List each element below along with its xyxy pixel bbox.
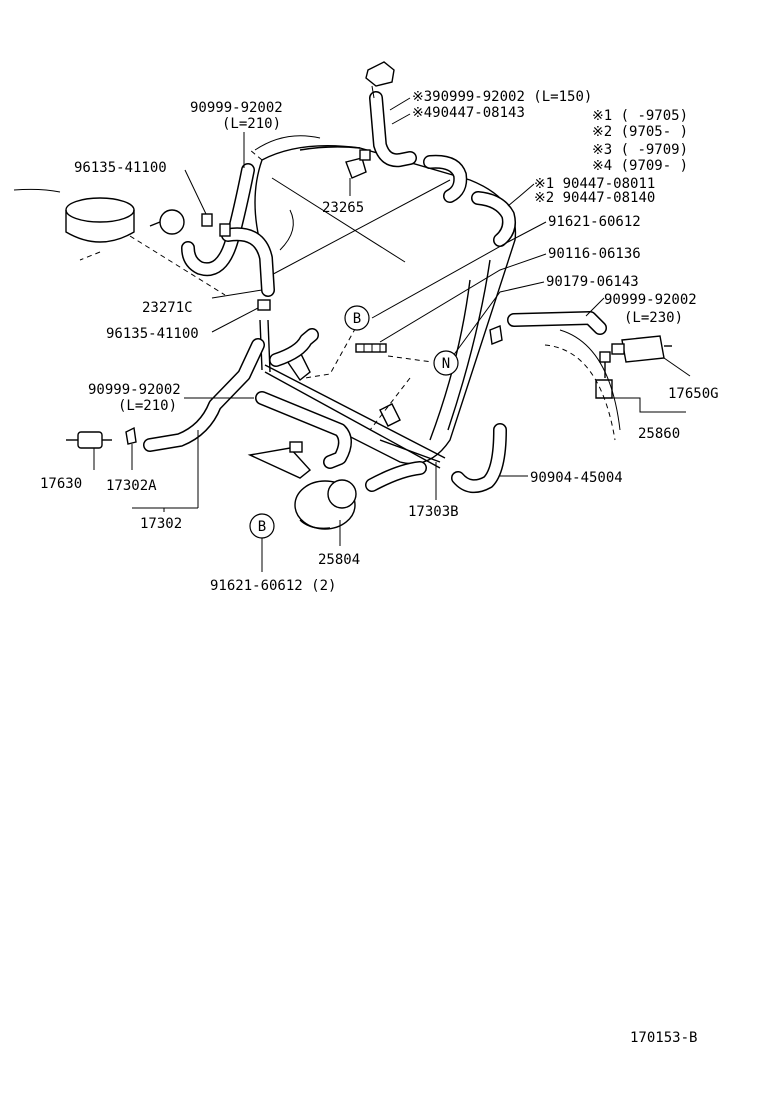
legend-note1: ※1 ( -9705) xyxy=(592,108,688,124)
reference-dashes xyxy=(304,319,433,431)
hose-mid-left xyxy=(255,391,352,469)
label-l210-left: (L=210) xyxy=(118,398,177,414)
label-note3-part: ※390999-92002 (L=150) xyxy=(412,89,592,105)
clip-17302a xyxy=(125,426,137,445)
label-96135-top: 96135-41100 xyxy=(74,160,167,176)
hose-top-right xyxy=(423,154,468,203)
sensor-17630 xyxy=(66,431,112,449)
mounting-rail xyxy=(259,319,446,469)
hose-right-upper xyxy=(471,191,516,247)
clip-90179 xyxy=(489,325,503,345)
label-17630: 17630 xyxy=(40,476,82,492)
label-l230: (L=230) xyxy=(624,310,683,326)
label-90999-left: 90999-92002 xyxy=(88,382,181,398)
hose-upper-left xyxy=(181,163,255,277)
label-90999-top: 90999-92002 xyxy=(190,100,283,116)
filter-cap-top xyxy=(365,61,395,99)
label-17303b: 17303B xyxy=(408,504,459,520)
callout-b-lower-letter: B xyxy=(258,519,266,535)
hose-upper-left-b xyxy=(221,227,275,297)
callout-b-lower: B xyxy=(249,513,275,539)
bracket-25860 xyxy=(595,351,613,399)
check-valve-left xyxy=(149,209,231,237)
callout-n-letter: N xyxy=(442,356,450,372)
legend-note3: ※3 ( -9709) xyxy=(592,142,688,158)
label-90904: 90904-45004 xyxy=(530,470,623,486)
label-91621-right: 91621-60612 xyxy=(548,214,641,230)
label-25804: 25804 xyxy=(318,552,360,568)
legend-note2: ※2 (9705- ) xyxy=(592,124,688,140)
body-panel-right xyxy=(544,329,621,441)
label-l210-top: (L=210) xyxy=(222,116,281,132)
hose-vsv-right xyxy=(507,311,607,335)
label-23265: 23265 xyxy=(322,200,364,216)
body-outline-left xyxy=(13,188,226,296)
vsv-17650g xyxy=(611,335,672,363)
hose-left-lower xyxy=(143,338,265,452)
bolt-90116 xyxy=(355,343,387,353)
hose-bottom-center xyxy=(365,461,427,492)
label-91621-bottom: 91621-60612 (2) xyxy=(210,578,336,594)
label-note2-part: ※2 90447-08140 xyxy=(534,190,655,206)
label-90116: 90116-06136 xyxy=(548,246,641,262)
callout-b-upper-letter: B xyxy=(353,311,361,327)
hose-small-center xyxy=(269,328,319,367)
callout-n: N xyxy=(433,350,459,376)
fuel-cap xyxy=(65,197,135,243)
leader-lines xyxy=(93,97,691,572)
label-17302: 17302 xyxy=(140,516,182,532)
label-90179: 90179-06143 xyxy=(546,274,639,290)
label-90999-right: 90999-92002 xyxy=(604,292,697,308)
label-note1-part: ※1 90447-08011 xyxy=(534,176,655,192)
label-96135-mid: 96135-41100 xyxy=(106,326,199,342)
vsv-25804 xyxy=(247,441,357,530)
figure-number: 170153-B xyxy=(630,1030,697,1046)
label-17302a: 17302A xyxy=(106,478,157,494)
legend-note4: ※4 (9709- ) xyxy=(592,158,688,174)
callout-b-upper: B xyxy=(344,305,370,331)
label-note4-part: ※490447-08143 xyxy=(412,105,525,121)
hose-top-center xyxy=(369,91,417,168)
label-23271c: 23271C xyxy=(142,300,193,316)
valve-23265 xyxy=(345,149,371,179)
label-17650g: 17650G xyxy=(668,386,719,402)
hose-bottom-right xyxy=(451,423,507,494)
label-25860: 25860 xyxy=(638,426,680,442)
clip-96135 xyxy=(257,299,271,311)
